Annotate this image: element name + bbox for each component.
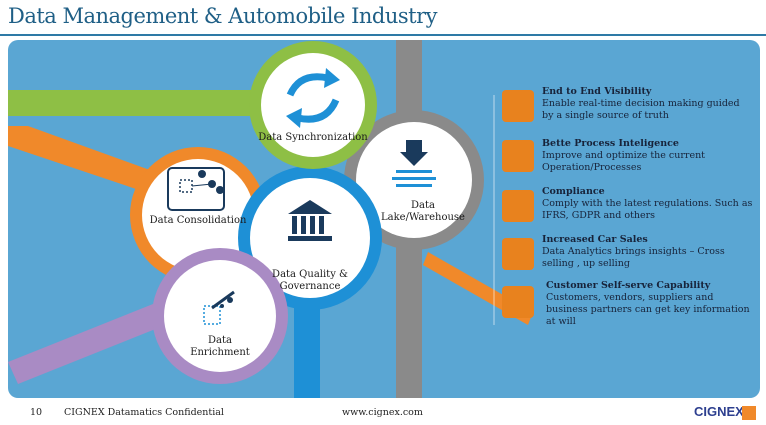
confidential-notice: CIGNEX Datamatics Confidential [64,407,224,418]
benefit-item: Increased Car Sales Data Analytics bring… [542,234,754,270]
benefit-heading: Bette Process Inteligence [542,138,679,149]
enrichment-icon [203,290,235,325]
benefit-text: Enable real-time decision making guided … [542,98,740,121]
synchronization-label: Data Synchronization [258,132,368,143]
benefit-heading: Compliance [542,186,605,197]
benefit-text: Improve and optimize the current Operati… [542,150,706,173]
diagram-graphic [8,40,533,398]
benefit-heading: Increased Car Sales [542,234,648,245]
title-underline [0,34,766,36]
benefit-item: Customer Self-serve Capability Customers… [546,280,754,328]
consolidation-node [142,159,254,271]
company-logo: CIGNEX [694,404,756,420]
benefit-item: Compliance Comply with the latest regula… [542,186,754,222]
green-band [8,90,288,116]
process-robot-icon [502,140,534,172]
benefit-text: Comply with the latest regulations. Such… [542,198,753,221]
sales-growth-icon [502,238,534,270]
benefit-item: End to End Visibility Enable real-time d… [542,86,754,122]
consolidation-label: Data Consolidation [149,215,247,226]
benefit-heading: Customer Self-serve Capability [546,280,711,291]
logo-text: CIGNEX [694,404,744,419]
compliance-icon [502,190,534,222]
purple-band [8,302,168,384]
page-title: Data Management & Automobile Industry [8,4,438,28]
synchronization-node [261,53,365,157]
governance-icon [288,200,332,241]
benefit-item: Bette Process Inteligence Improve and op… [542,138,754,174]
benefit-heading: End to End Visibility [542,86,652,97]
visibility-icon [502,90,534,122]
diagram-panel: Data Synchronization Data Lake/Warehouse… [8,40,760,398]
website-link[interactable]: www.cignex.com [342,407,423,418]
lake-label: Data Lake/Warehouse [381,200,465,223]
quality-label: Data Quality & Governance [272,269,348,292]
consolidation-icon [167,167,225,211]
sync-icon [286,68,340,128]
page-number: 10 [30,407,43,418]
customer-service-icon [502,286,534,318]
lake-icon [392,140,436,187]
benefit-text: Data Analytics brings insights – Cross s… [542,246,725,269]
benefit-text: Customers, vendors, suppliers and busine… [546,292,750,327]
enrichment-label: Data Enrichment [190,335,250,358]
